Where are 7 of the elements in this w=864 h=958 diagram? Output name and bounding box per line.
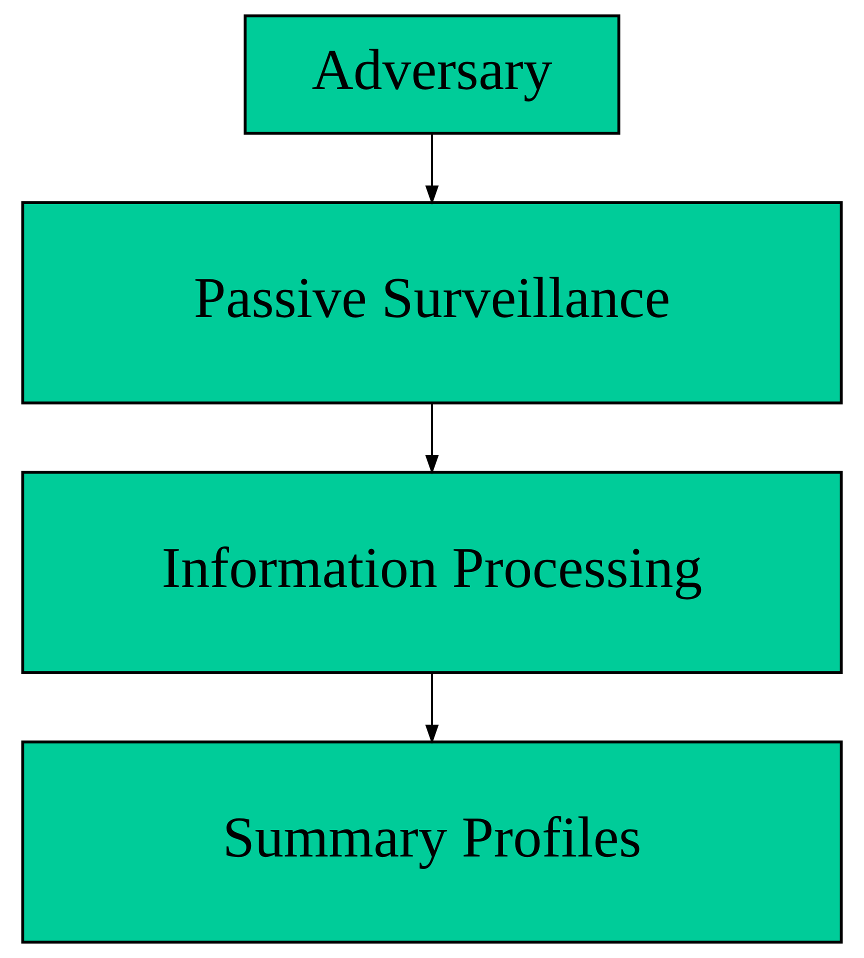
node-box: Adversary xyxy=(244,14,620,135)
arrow xyxy=(425,404,439,474)
node-box: Summary Profiles xyxy=(21,740,843,944)
arrow xyxy=(425,134,439,205)
node-box: Passive Surveillance xyxy=(21,201,843,404)
node-box: Information Processing xyxy=(21,470,843,674)
arrow xyxy=(425,673,439,744)
